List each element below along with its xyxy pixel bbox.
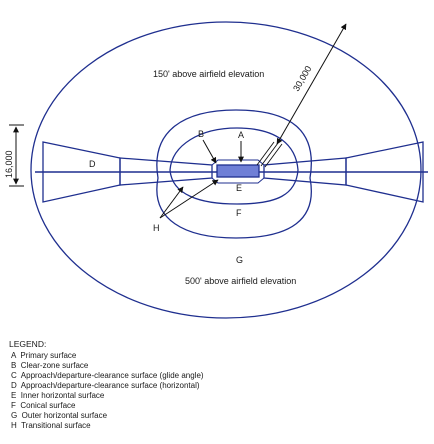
label-b: B [198, 129, 204, 139]
radius-dimension-line [276, 23, 347, 145]
legend-item: E Inner horizontal surface [11, 391, 105, 400]
legend-item: B Clear-zone surface [11, 361, 89, 370]
leader-h-1 [159, 186, 184, 219]
legend-title: LEGEND: [9, 339, 46, 349]
legend-item: F Conical surface [11, 401, 76, 410]
outer-elevation-label: 500' above airfield elevation [185, 276, 296, 286]
outer-horizontal-surface-boundary [30, 21, 422, 319]
legend-item: H Transitional surface [11, 421, 91, 430]
legend-item: A Primary surface [11, 351, 77, 360]
leader-h-2 [159, 179, 219, 219]
leader-b [202, 139, 217, 164]
legend: LEGEND: A Primary surface B Clear-zone s… [9, 339, 204, 430]
legend-item: C Approach/departure-clearance surface (… [11, 371, 204, 380]
legend-item: D Approach/departure-clearance surface (… [11, 381, 200, 390]
legend-item: G Outer horizontal surface [11, 411, 108, 420]
hatched-leader [256, 141, 283, 168]
inner-elevation-label: 150' above airfield elevation [153, 69, 264, 79]
width-dimension [9, 124, 24, 187]
primary-surface [216, 164, 260, 178]
radius-label: 30,000 [291, 64, 313, 93]
label-h: H [153, 223, 160, 233]
label-g: G [236, 255, 243, 265]
inner-horizontal-surface-boundary [169, 127, 299, 205]
label-f: F [236, 208, 242, 218]
transitional-surface-upper [211, 159, 265, 166]
width-label: 16,000 [4, 150, 14, 178]
label-d: D [89, 159, 96, 169]
conical-surface-boundary [156, 109, 312, 239]
label-e: E [236, 183, 242, 193]
label-a: A [238, 130, 244, 140]
